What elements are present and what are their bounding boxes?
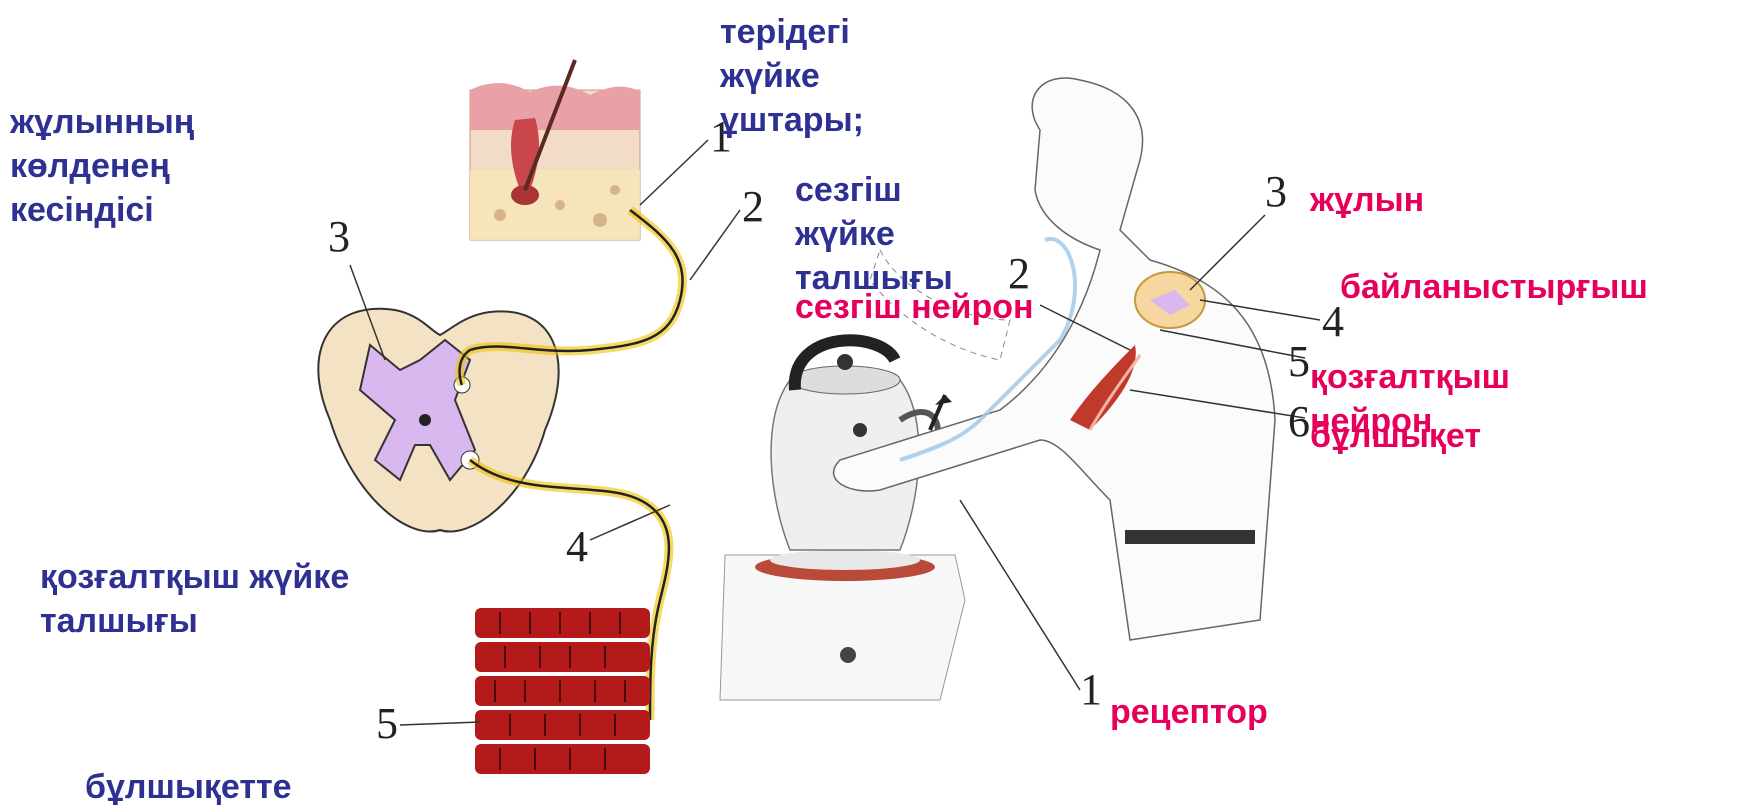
sensory-fiber-label: сезгіш жүйке талшығы [795, 168, 995, 300]
number-label: 4 [566, 525, 588, 569]
sensory-neuron-label: сезгіш нейрон [795, 285, 1115, 329]
number-label: 3 [328, 215, 350, 259]
number-label: 3 [1265, 170, 1287, 214]
interneuron-label: байланыстырғыш [1340, 265, 1740, 309]
number-label: 1 [1080, 668, 1102, 712]
number-label: 6 [1288, 400, 1310, 444]
in-muscle-label: бұлшықетте [85, 765, 405, 809]
motor-fiber-label: қозғалтқыш жүйке талшығы [40, 555, 480, 643]
muscle-label: бұлшықет [1310, 414, 1590, 458]
number-label: 2 [742, 185, 764, 229]
muscle-fibers [475, 608, 650, 774]
receptor-label: рецептор [1110, 690, 1280, 734]
spinal-cord-cross-section [318, 309, 558, 532]
skin-nerve-endings-label: терідегі жүйке ұштары; [720, 10, 880, 142]
number-label: 5 [1288, 340, 1310, 384]
spinal-cross-section-label: жұлынның көлденең кесіндісі [10, 100, 310, 232]
stove-and-kettle [720, 340, 965, 700]
spinal-cord-label: жұлын [1310, 178, 1420, 222]
skin-section [470, 60, 640, 240]
number-label: 5 [376, 702, 398, 746]
